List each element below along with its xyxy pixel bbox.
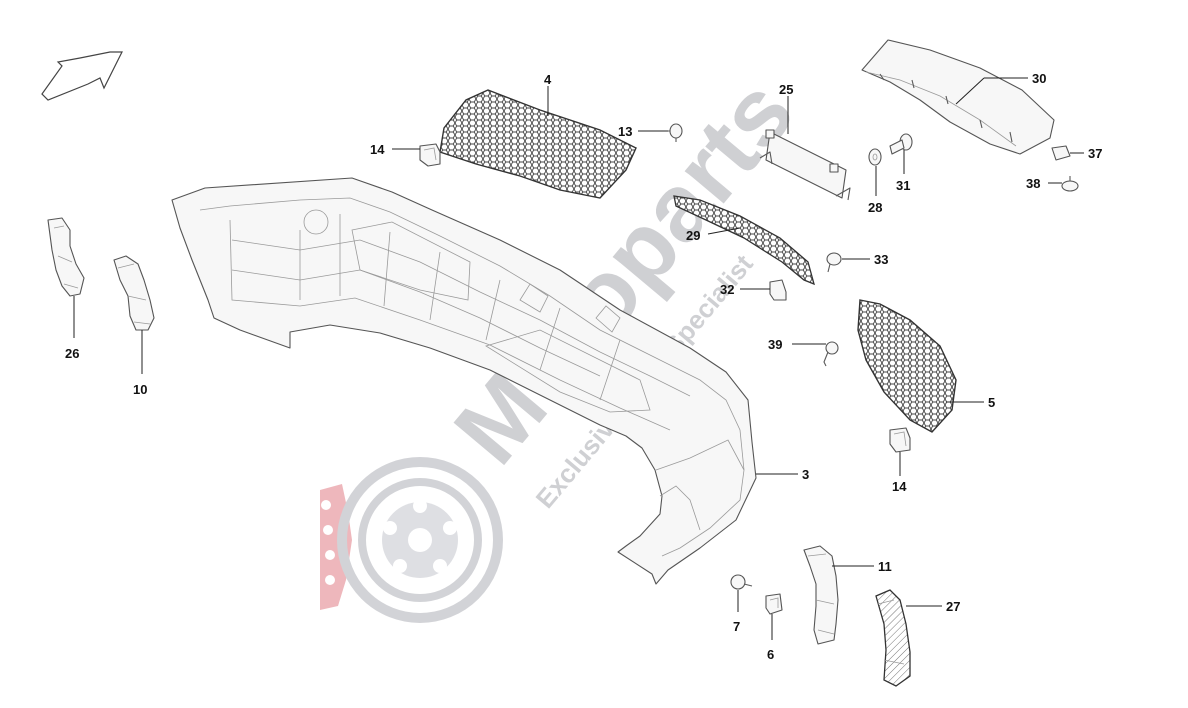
clip-14-upper <box>419 143 441 167</box>
callout-3: 3 <box>756 467 809 482</box>
grille-lower-right <box>857 299 957 433</box>
bumper-cover <box>171 177 757 585</box>
callout-32: 32 <box>720 282 770 297</box>
callout-30: 30 <box>955 71 1046 105</box>
callout-label-38: 38 <box>1026 176 1040 191</box>
callout-label-14a: 14 <box>370 142 385 157</box>
bolt-31 <box>889 133 913 155</box>
callout-31: 31 <box>896 150 910 193</box>
washer-28 <box>868 148 882 166</box>
callout-38: 38 <box>1026 176 1062 191</box>
callout-25: 25 <box>779 82 793 134</box>
screw-33 <box>826 252 842 273</box>
callout-label-26: 26 <box>65 346 79 361</box>
callout-label-37: 37 <box>1088 146 1102 161</box>
callout-39: 39 <box>768 337 826 352</box>
callout-label-29: 29 <box>686 228 700 243</box>
callout-label-25: 25 <box>779 82 793 97</box>
callout-7: 7 <box>733 590 740 634</box>
callout-11: 11 <box>832 559 892 574</box>
license-plate-bracket <box>759 129 851 201</box>
callout-6: 6 <box>767 614 774 662</box>
callout-label-10: 10 <box>133 382 147 397</box>
callout-label-32: 32 <box>720 282 734 297</box>
callout-label-7: 7 <box>733 619 740 634</box>
callout-label-11: 11 <box>878 559 892 574</box>
callout-10: 10 <box>133 330 147 397</box>
callout-26: 26 <box>65 296 79 361</box>
callout-label-33: 33 <box>874 252 888 267</box>
callout-label-31: 31 <box>896 178 910 193</box>
callout-28: 28 <box>868 166 882 215</box>
grille-strip-29 <box>673 195 815 286</box>
upper-cover-panel <box>861 39 1055 155</box>
callout-label-14b: 14 <box>892 479 907 494</box>
callout-27: 27 <box>906 599 960 614</box>
callout-13: 13 <box>618 124 668 139</box>
callout-label-27: 27 <box>946 599 960 614</box>
callout-4: 4 <box>544 72 552 116</box>
callout-label-4: 4 <box>544 72 552 87</box>
screw-13 <box>664 123 683 142</box>
trim-11 <box>803 545 839 645</box>
callout-label-5: 5 <box>988 395 995 410</box>
direction-arrow-icon <box>41 51 123 101</box>
clip-14-lower <box>889 427 911 453</box>
callout-label-3: 3 <box>802 467 809 482</box>
watermark-logo-icon <box>320 457 503 623</box>
push-pin-38 <box>1061 176 1079 192</box>
clip-6 <box>765 593 783 615</box>
callout-label-6: 6 <box>767 647 774 662</box>
clip-37 <box>1051 145 1071 161</box>
callout-37: 37 <box>1070 146 1102 161</box>
callout-14a: 14 <box>370 142 420 157</box>
reflector-27 <box>875 589 911 687</box>
sensor-39 <box>823 341 839 367</box>
screw-7 <box>730 574 753 590</box>
callout-14b: 14 <box>892 452 907 494</box>
trim-10 <box>113 255 155 331</box>
callout-29: 29 <box>686 227 741 243</box>
trim-26 <box>47 217 85 297</box>
clip-32 <box>769 279 787 301</box>
callout-33: 33 <box>842 252 888 267</box>
callout-label-13: 13 <box>618 124 632 139</box>
callout-label-39: 39 <box>768 337 782 352</box>
grille-upper-left <box>439 89 637 199</box>
callout-label-30: 30 <box>1032 71 1046 86</box>
callout-5: 5 <box>946 395 995 410</box>
callout-label-28: 28 <box>868 200 882 215</box>
